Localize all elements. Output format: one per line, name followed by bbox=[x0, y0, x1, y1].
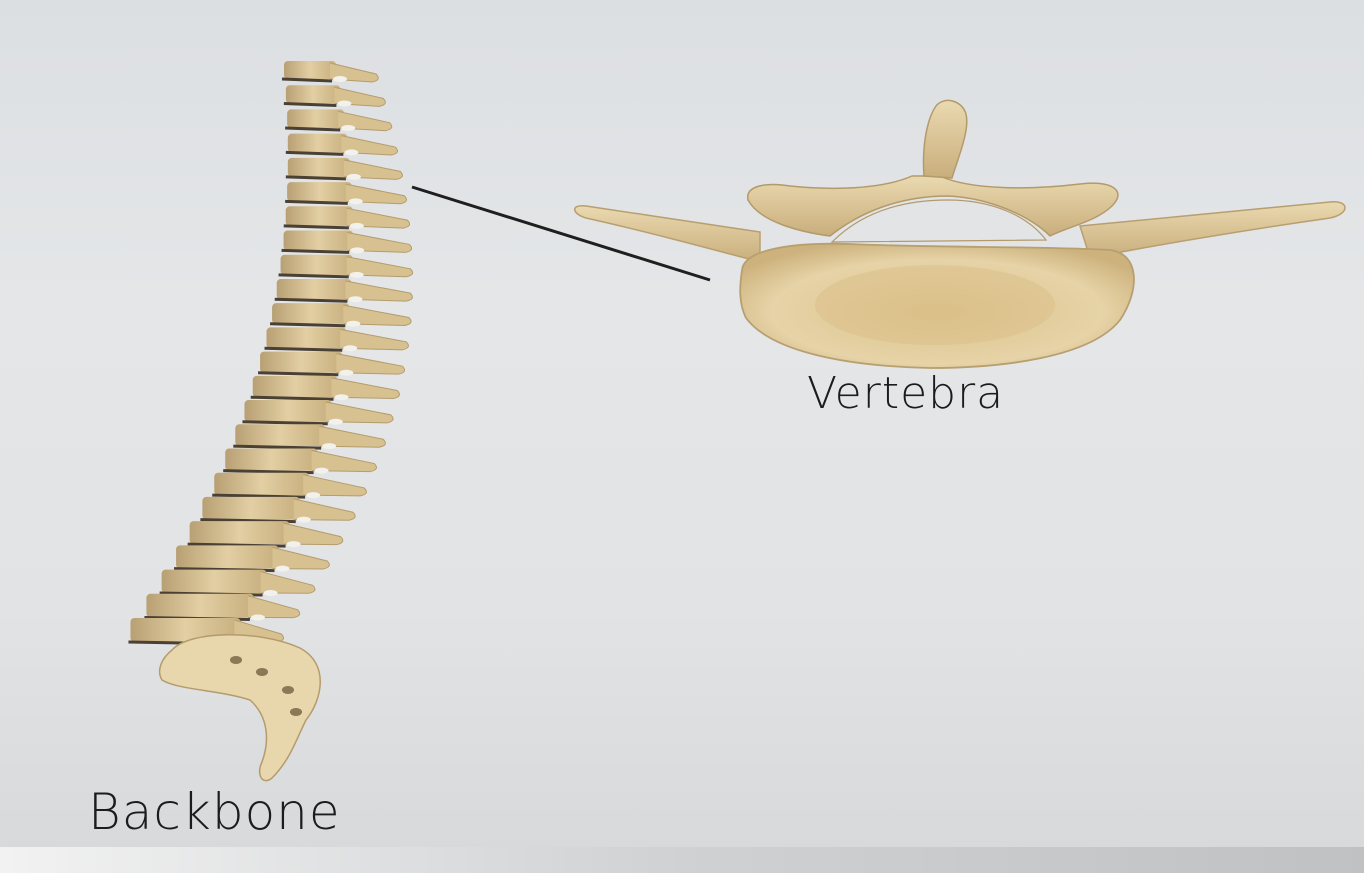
spine-vertebra bbox=[287, 182, 352, 201]
intervertebral-disc bbox=[279, 275, 349, 277]
intervertebral-disc bbox=[285, 201, 348, 203]
spine-vertebra bbox=[287, 109, 344, 128]
backbone-illustration bbox=[128, 61, 412, 781]
intervertebral-disc bbox=[285, 128, 340, 130]
spine-foramen bbox=[337, 100, 351, 106]
spine-vertebra bbox=[244, 400, 331, 422]
spine-process bbox=[248, 596, 300, 618]
sacrum-coccyx bbox=[160, 635, 321, 781]
spine-vertebra bbox=[146, 594, 253, 618]
spine-foramen bbox=[350, 223, 364, 229]
spine-foramen bbox=[348, 296, 362, 302]
intervertebral-disc bbox=[275, 299, 348, 301]
intervertebral-disc bbox=[223, 471, 313, 473]
spine-vertebra bbox=[225, 448, 317, 470]
spine-foramen bbox=[339, 370, 353, 376]
spine-foramen bbox=[306, 492, 320, 498]
vertebral-body-shading bbox=[815, 265, 1055, 345]
sacral-foramen bbox=[230, 656, 242, 664]
spine-vertebra bbox=[267, 327, 347, 348]
spine-foramen bbox=[350, 272, 364, 278]
intervertebral-disc bbox=[242, 422, 327, 424]
intervertebral-disc bbox=[286, 177, 346, 179]
spine-vertebra bbox=[202, 497, 299, 520]
sacral-foramen bbox=[282, 686, 294, 694]
intervertebral-disc bbox=[251, 397, 334, 399]
spine-vertebra bbox=[288, 134, 348, 153]
intervertebral-disc bbox=[284, 226, 349, 228]
spine-foramen bbox=[350, 247, 364, 253]
spine-vertebra bbox=[284, 61, 336, 79]
spine-vertebra bbox=[214, 473, 309, 495]
spine-vertebra bbox=[288, 158, 350, 177]
spine-vertebra bbox=[277, 279, 352, 299]
spine-foramen bbox=[287, 541, 301, 547]
intervertebral-disc bbox=[286, 152, 344, 154]
sacral-foramen bbox=[290, 708, 302, 716]
spine-foramen bbox=[264, 590, 278, 596]
spine-vertebra bbox=[235, 424, 325, 446]
spine-foramen bbox=[315, 468, 329, 474]
spine-foramen bbox=[322, 443, 336, 449]
sacral-foramen bbox=[256, 668, 268, 676]
intervertebral-disc bbox=[284, 103, 337, 105]
spine-foramen bbox=[344, 149, 358, 155]
intervertebral-disc bbox=[270, 324, 345, 326]
spine-foramen bbox=[335, 394, 349, 400]
spine-foramen bbox=[343, 345, 357, 351]
intervertebral-disc bbox=[282, 79, 332, 81]
spine-vertebra bbox=[162, 570, 267, 593]
spine-foramen bbox=[333, 76, 347, 82]
intervertebral-disc bbox=[265, 348, 343, 350]
intervertebral-disc bbox=[212, 495, 305, 497]
spine-vertebra bbox=[260, 352, 342, 373]
spine-foramen bbox=[275, 566, 289, 572]
spine-foramen bbox=[297, 517, 311, 523]
spinous-process bbox=[924, 100, 967, 178]
vertebra-illustration bbox=[575, 100, 1345, 368]
right-transverse-process bbox=[1080, 202, 1345, 258]
spine-foramen bbox=[329, 419, 343, 425]
intervertebral-disc bbox=[233, 446, 321, 448]
spine-vertebra bbox=[286, 206, 353, 226]
spine-foramen bbox=[347, 174, 361, 180]
spine-vertebra bbox=[253, 376, 338, 397]
spine-foramen bbox=[251, 615, 265, 621]
spine-vertebra bbox=[281, 255, 353, 275]
spine-vertebra bbox=[272, 303, 349, 324]
intervertebral-disc bbox=[258, 373, 338, 375]
spine-vertebra bbox=[286, 85, 341, 103]
spine-vertebra bbox=[176, 545, 278, 568]
backbone-label: Backbone bbox=[88, 783, 341, 841]
spine-foramen bbox=[346, 321, 360, 327]
spine-foramen bbox=[341, 125, 355, 131]
vertebra-label: Vertebra bbox=[807, 368, 1004, 419]
spine-vertebra bbox=[284, 231, 354, 251]
left-transverse-process bbox=[575, 206, 760, 262]
spine-vertebra bbox=[190, 521, 290, 544]
spine-process bbox=[261, 572, 315, 594]
spine-foramen bbox=[349, 198, 363, 204]
intervertebral-disc bbox=[282, 250, 350, 252]
